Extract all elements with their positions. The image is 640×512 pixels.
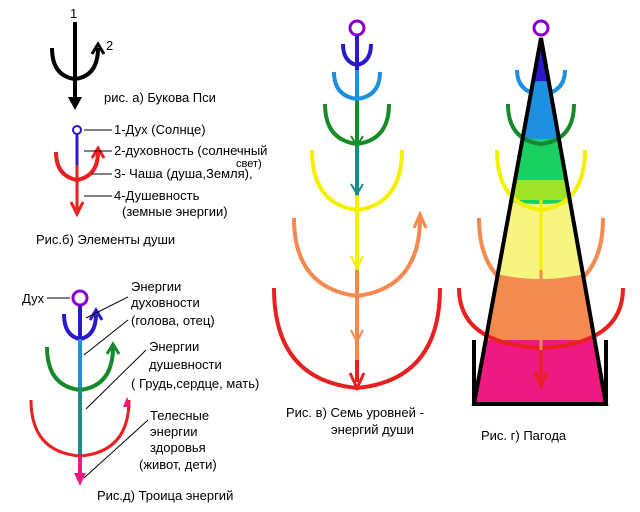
fig-d-magenta-arrowhead xyxy=(74,473,86,486)
fig-d-group2-line2: душевности xyxy=(149,357,222,372)
pagoda-spirit-circle xyxy=(532,19,550,37)
fig-v-caption-2: энергий души xyxy=(331,422,414,437)
fig-d-group1-line1: Энергии xyxy=(131,279,181,294)
psi-down-arrowhead xyxy=(68,97,82,110)
label-1: 1 xyxy=(70,6,77,21)
figure-v-seven-levels: Рис. в) Семь уровней - энергий души xyxy=(272,19,442,437)
label-2: 2 xyxy=(106,38,113,53)
psi-right-arrowhead xyxy=(90,41,106,55)
fig-d-pointer-1 xyxy=(85,296,129,319)
fig-v-arrow-teal xyxy=(350,183,364,196)
fig-d-pointer-3 xyxy=(85,349,147,410)
fig-v-spirit-circle xyxy=(348,19,366,37)
fig-v-arrowhead-orange xyxy=(412,210,428,229)
fig-d-group3-line2: энергии xyxy=(150,424,198,439)
fig-v-arrow-green xyxy=(350,135,364,148)
fig-b-item-2: 2-духовность (солнечный xyxy=(114,143,267,158)
fig-d-group3-line4: (живот, дети) xyxy=(139,457,217,472)
fig-b-item-1: 1-Дух (Солнце) xyxy=(114,122,206,137)
fig-d-red-arrowhead xyxy=(123,397,131,407)
fig-b-spirit-circle xyxy=(72,125,82,135)
fig-d-pointer-2 xyxy=(83,319,129,356)
figure-g-pagoda: Рис. г) Пагода xyxy=(457,19,625,443)
fig-b-item-4: 4-Душевность xyxy=(114,188,200,203)
fig-d-green-arrowhead xyxy=(105,341,121,355)
fig-d-group1-line2: духовности xyxy=(131,295,200,310)
fig-b-down-arrowhead xyxy=(69,201,85,218)
fig-b-caption: Рис.б) Элементы души xyxy=(36,232,175,247)
fig-v-cup-red xyxy=(272,287,442,391)
fig-b-item-3: 3- Чаша (душа,Земля), xyxy=(114,166,253,181)
fig-d-pointer-4 xyxy=(83,419,149,479)
fig-d-group2-line1: Энергии xyxy=(149,339,199,354)
fig-a-caption: рис. а) Букова Пси xyxy=(104,90,216,105)
pagoda-cup-green xyxy=(506,103,576,147)
fig-v-cup-blue xyxy=(332,71,382,102)
pagoda-outline xyxy=(471,37,609,406)
fig-v-cup-yellow xyxy=(310,149,404,213)
fig-b-item-4-extra: (земные энергии) xyxy=(122,204,228,219)
pagoda-down-arrowhead xyxy=(533,371,549,390)
fig-d-group1-line3: (голова, отец) xyxy=(131,313,215,328)
figure-a-psi-letter: 1 2 рис. а) Букова Пси xyxy=(50,6,216,110)
pagoda-cup-blue xyxy=(515,69,567,98)
fig-g-caption: Рис. г) Пагода xyxy=(481,428,567,443)
figure-b-elements: 1-Дух (Солнце) 2-духовность (солнечный с… xyxy=(36,122,267,247)
pagoda-top-yellow xyxy=(474,180,606,200)
figure-d-trinity: Дух Энергии духовности (голова, отец) Эн… xyxy=(22,279,259,503)
fig-v-cup-orange xyxy=(292,217,422,299)
fig-v-cup-green xyxy=(323,103,391,147)
fig-v-arrow-yellow xyxy=(350,255,364,271)
fig-d-spirit-label: Дух xyxy=(22,291,45,306)
fig-d-group3-line3: здоровья xyxy=(150,440,206,455)
fig-v-arrow-orange xyxy=(350,329,364,345)
fig-v-caption-1: Рис. в) Семь уровней - xyxy=(286,405,424,420)
fig-d-indigo-arrowhead xyxy=(88,307,104,321)
fig-d-group3-line1: Телесные xyxy=(150,408,209,423)
fig-d-caption: Рис.д) Троица энергий xyxy=(97,488,233,503)
fig-d-spirit-circle xyxy=(71,289,89,307)
fig-v-cup-indigo xyxy=(341,43,373,68)
fig-b-item-2-extra: свет) xyxy=(236,158,262,170)
fig-b-cup-arrowhead xyxy=(90,145,106,159)
fig-d-group2-line3: ( Грудь,сердце, мать) xyxy=(131,376,259,391)
